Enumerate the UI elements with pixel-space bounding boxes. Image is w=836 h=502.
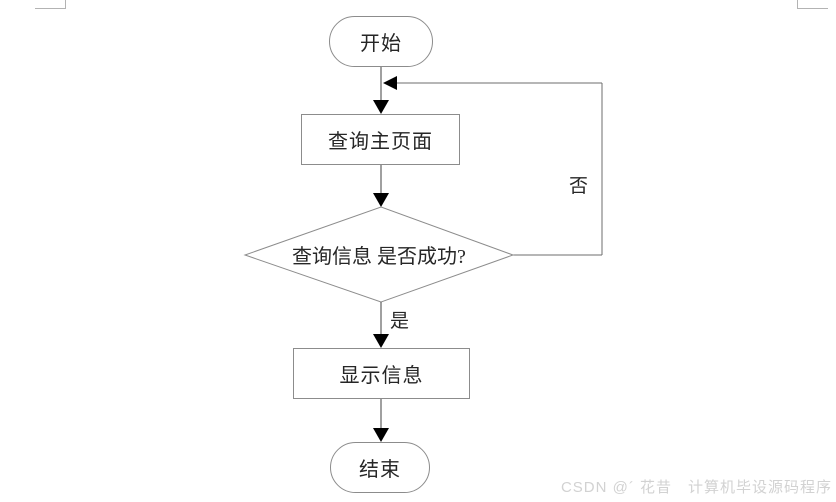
- arrowhead-down-into-display: [373, 334, 389, 348]
- node-end: 结束: [330, 442, 430, 493]
- page-corner-mark-top-right: [797, 8, 828, 9]
- arrowhead-down-into-end: [373, 428, 389, 442]
- node-query-main-page: 查询主页面: [301, 114, 460, 165]
- csdn-watermark: CSDN @´ 花昔 计算机毕设源码程序: [560, 479, 832, 496]
- page-corner-mark-top-right: [797, 0, 798, 9]
- node-start-label: 开始: [360, 33, 402, 55]
- node-start: 开始: [329, 16, 433, 67]
- page-corner-mark-top-left: [65, 0, 66, 9]
- page-corner-mark-top-left: [35, 8, 66, 9]
- arrowhead-down-into-query: [373, 100, 389, 114]
- edge-label-no: 否: [569, 171, 589, 198]
- arrowhead-left-no-loop: [383, 76, 397, 90]
- node-query-main-page-label: 查询主页面: [328, 131, 433, 153]
- arrowhead-down-into-decision: [373, 193, 389, 207]
- node-display-info: 显示信息: [293, 348, 470, 399]
- node-display-info-label: 显示信息: [339, 365, 424, 387]
- node-end-label: 结束: [359, 459, 401, 481]
- node-decision-label: 查询信息 是否成功?: [292, 246, 466, 268]
- edge-label-yes: 是: [390, 306, 410, 333]
- node-decision: 查询信息 是否成功?: [245, 207, 513, 302]
